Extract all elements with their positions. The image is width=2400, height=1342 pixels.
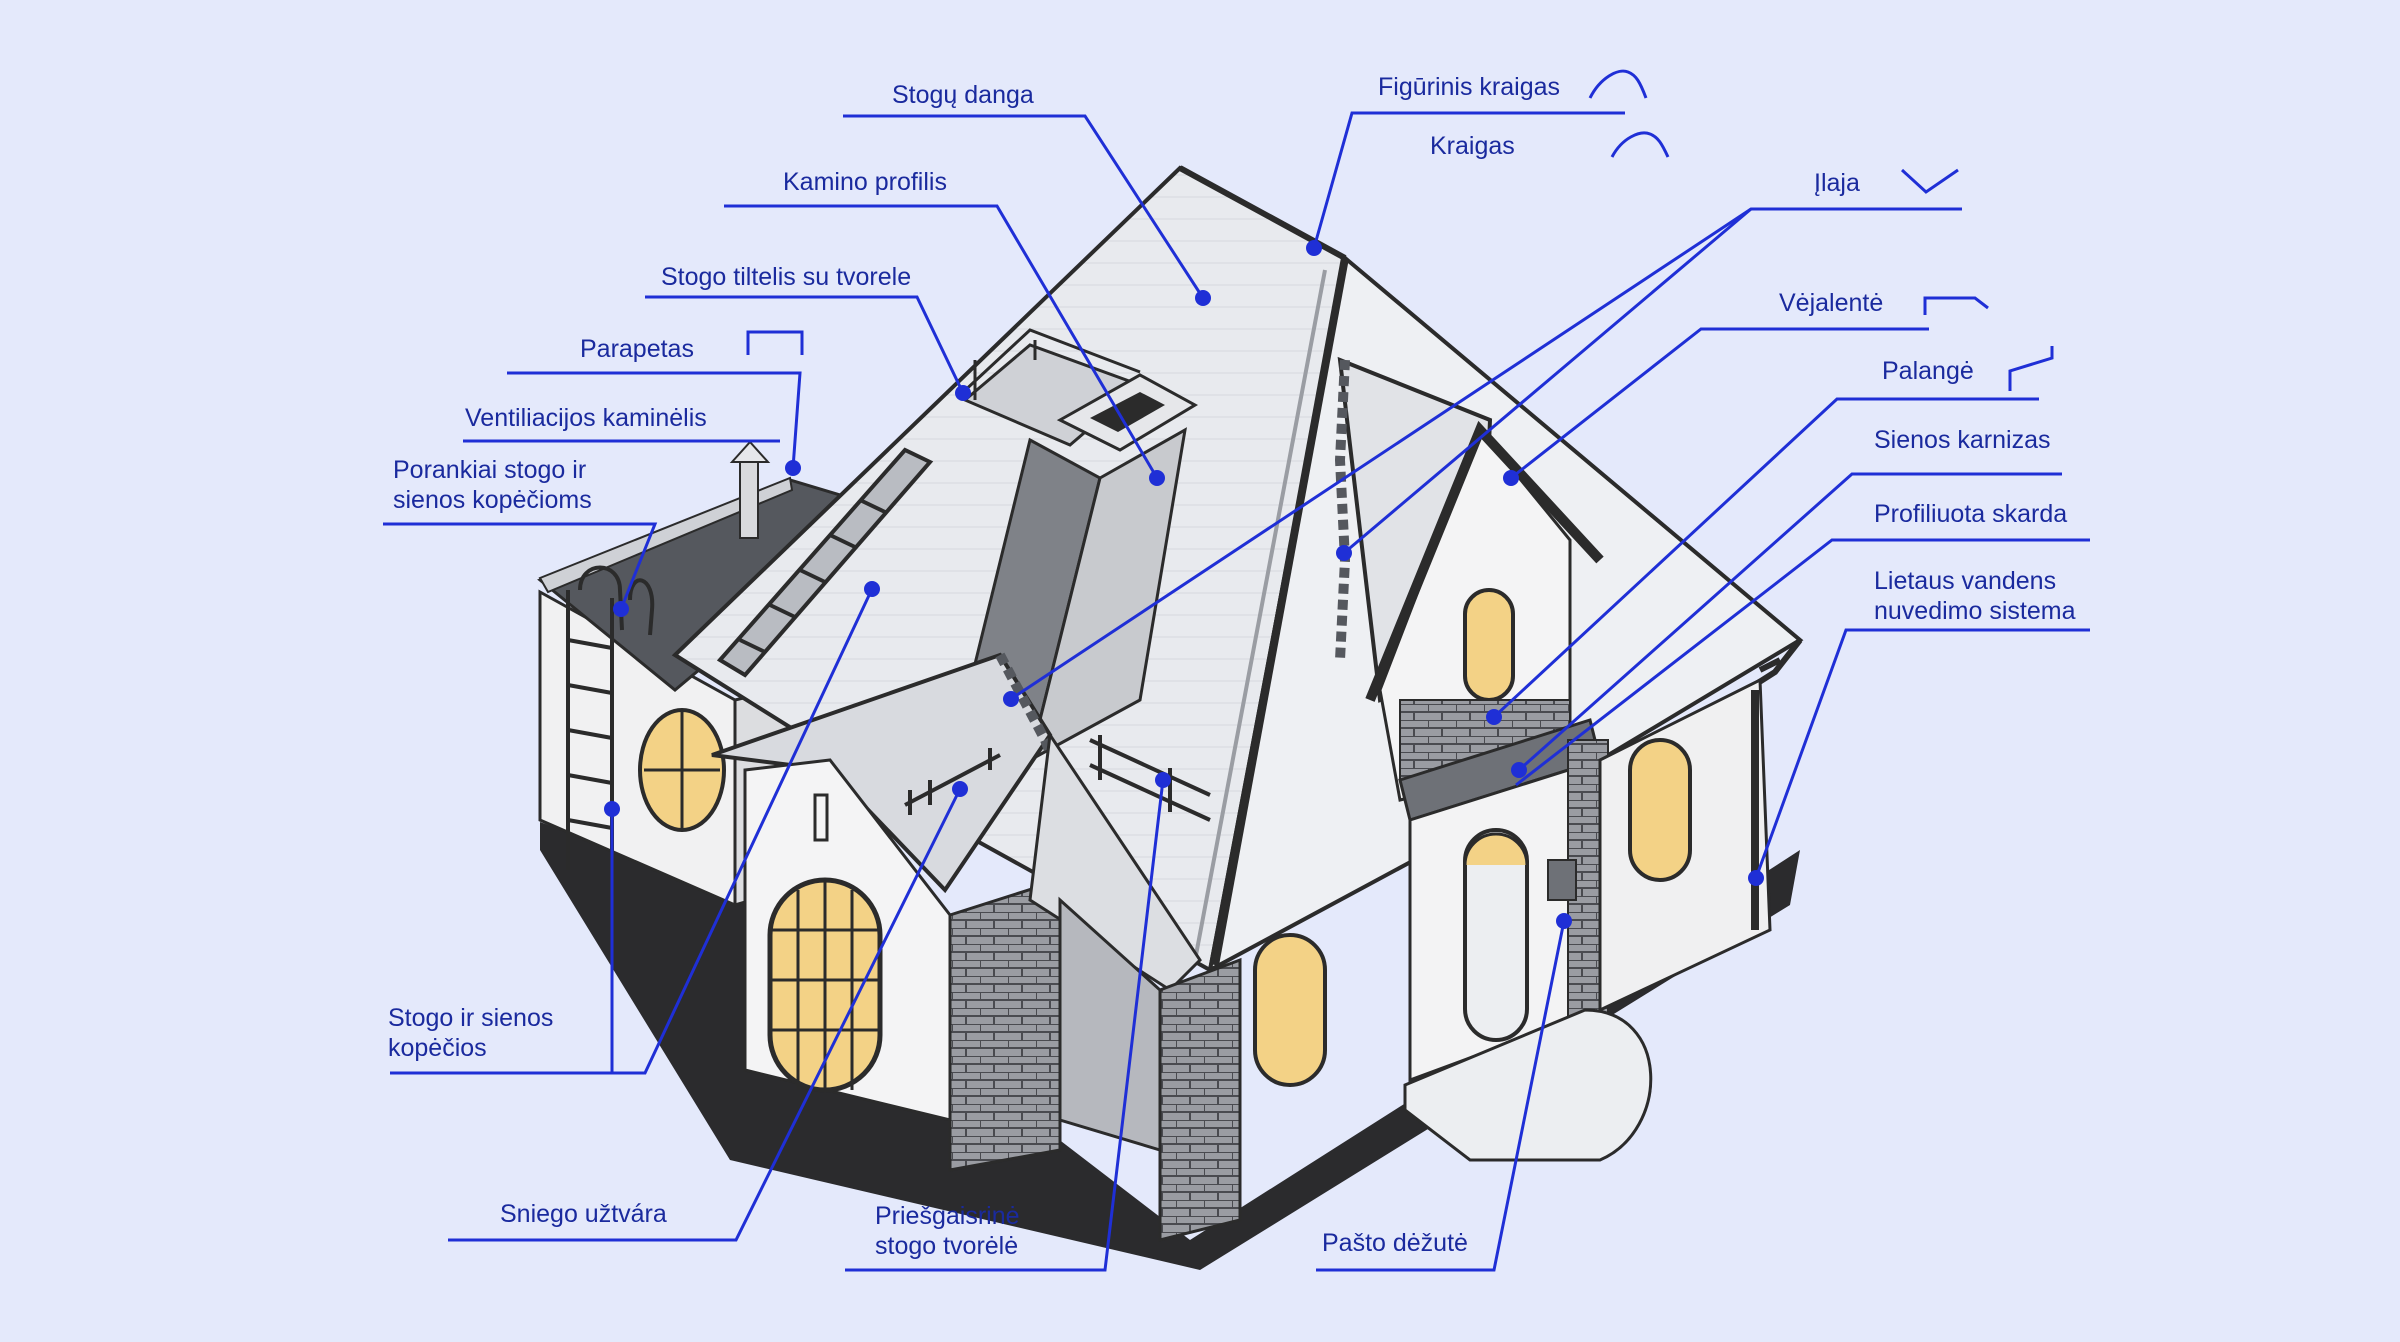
gutter <box>1758 657 1782 673</box>
figured-ridge-profile-icon <box>1588 69 1648 99</box>
label-ilaja: Įlaja <box>1814 169 1860 197</box>
leader-dots <box>604 240 1764 929</box>
sill-profile-icon <box>2008 346 2054 391</box>
walkway-railing <box>958 328 1141 400</box>
hip-line <box>1211 257 1349 966</box>
label-vejalente: Vėjalentė <box>1779 289 1884 317</box>
house-base-shadow <box>540 822 1800 1270</box>
center-window <box>1253 933 1327 1087</box>
upper-window <box>1463 588 1515 702</box>
hip-line-inner <box>1194 269 1327 956</box>
fire-fence <box>1089 735 1211 822</box>
barge-board-profile-icon <box>1923 296 1989 315</box>
label-kamino-profilis: Kamino profilis <box>783 168 947 196</box>
ridge-profile-icon <box>1610 131 1670 158</box>
end-wall-window <box>1628 738 1692 882</box>
label-ventiliacijos-kaminelis: Ventiliacijos kaminėlis <box>465 404 707 432</box>
mailbox <box>1547 859 1577 901</box>
label-sniego-uztvara: Sniego užtvára <box>500 1200 667 1228</box>
label-stogu-danga: Stogų danga <box>892 81 1034 109</box>
decorative-ridge-chain <box>1334 359 1351 661</box>
gable-slit-window <box>813 793 829 842</box>
entrance-door <box>1463 828 1529 1042</box>
label-kopecios: Stogo ir sienos kopėčios <box>388 1004 554 1062</box>
label-stogo-tiltelis: Stogo tiltelis su tvorele <box>661 263 912 291</box>
label-sienos-karnizas: Sienos karnizas <box>1874 426 2051 454</box>
label-lietaus-sistema: Lietaus vandens nuvedimo sistema <box>1874 567 2076 625</box>
chimney-flue <box>1090 392 1165 432</box>
snow-guard <box>904 748 1001 815</box>
roof-ladder <box>716 447 934 678</box>
label-figurinis-kraigas: Figūrinis kraigas <box>1378 73 1561 101</box>
profile-icons <box>746 69 2054 391</box>
leader-lines <box>383 111 2090 1272</box>
chimney-side <box>1027 427 1187 763</box>
parapet-profile-icon <box>746 330 804 355</box>
label-palange: Palangė <box>1882 357 1974 385</box>
label-parapetas: Parapetas <box>580 335 694 363</box>
parapet-rim <box>538 476 794 594</box>
valley-profile-icon <box>1900 168 1959 194</box>
front-brick-pillar <box>948 877 1062 1172</box>
porch-opening <box>1058 896 1162 1153</box>
label-porankiai: Porankiai stogo ir sienos kopėčioms <box>393 456 592 514</box>
vent-pipe <box>739 457 759 539</box>
right-gable-ridge <box>1365 420 1604 702</box>
label-priesgaisrine-tvorele: Priešgaisrinė stogo tvorėlė <box>875 1202 1020 1260</box>
label-kraigas: Kraigas <box>1430 132 1515 160</box>
entrance-steps <box>1403 1008 1653 1162</box>
label-profiliuota-skarda: Profiliuota skarda <box>1874 500 2068 528</box>
label-pasto-dezute: Pašto dėžutė <box>1322 1229 1468 1257</box>
door-fanlight <box>1463 832 1529 866</box>
center-brick-pillar <box>1158 957 1242 1242</box>
vent-cap <box>729 440 771 463</box>
